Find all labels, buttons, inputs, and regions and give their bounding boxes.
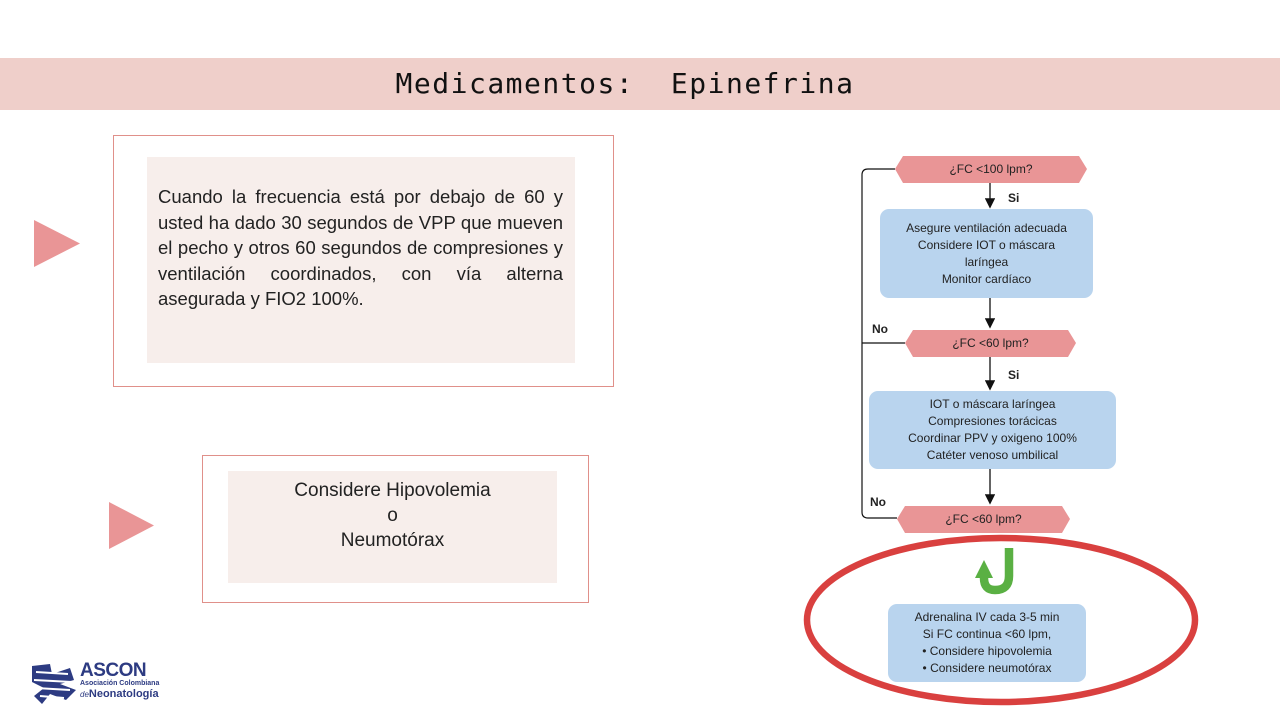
- yes-label-2: Si: [1008, 368, 1020, 382]
- action-box-2-line-4: Catéter venoso umbilical: [926, 448, 1059, 462]
- ascon-logo-icon: [32, 664, 76, 704]
- no-label-2: No: [870, 495, 886, 509]
- action-box-2-line-2: Compresiones torácicas: [928, 414, 1057, 428]
- logo-subtitle-main: Neonatología: [88, 688, 159, 700]
- play-arrow-icon: [34, 220, 80, 267]
- main-text-panel: [147, 157, 575, 363]
- logo-subtitle-prefix: de: [80, 690, 89, 699]
- no-label-1: No: [872, 322, 888, 336]
- decision-shape-1: [895, 156, 1087, 183]
- decision-label-2: ¿FC <60 lpm?: [952, 336, 1029, 350]
- consider-panel: [228, 471, 557, 583]
- page-title: Medicamentos: Epinefrina: [395, 67, 855, 100]
- consider-line-2: o: [387, 505, 398, 526]
- yes-label-1: Si: [1008, 191, 1020, 205]
- action-box-3-line-4: • Considere neumotórax: [922, 661, 1052, 675]
- logo-name: ASCON: [80, 660, 147, 681]
- action-box-2-line-3: Coordinar PPV y oxigeno 100%: [908, 431, 1077, 445]
- action-box-1-line-3: laríngea: [964, 254, 1009, 269]
- decision-shape-3: [897, 506, 1070, 533]
- consider-text: Considere Hipovolemia o Neumotórax: [228, 478, 557, 553]
- action-box-3: Adrenalina IV cada 3-5 min Si FC continu…: [888, 604, 1086, 682]
- action-box-3-line-2: Si FC continua <60 lpm,: [922, 627, 1052, 641]
- main-text: Cuando la frecuencia está por debajo de …: [158, 186, 563, 309]
- action-box-1: Asegure ventilación adecuada Considere I…: [880, 209, 1093, 298]
- action-box-1-line-1: Asegure ventilación adecuada: [906, 220, 1067, 235]
- action-box-1-line-2: Considere IOT o máscara: [917, 237, 1056, 252]
- consider-line-1: Considere Hipovolemia: [294, 480, 491, 501]
- action-box-2: IOT o máscara laríngea Compresiones torá…: [869, 391, 1116, 469]
- decision-label-3: ¿FC <60 lpm?: [945, 512, 1022, 526]
- action-box-2-line-1: IOT o máscara laríngea: [929, 397, 1056, 411]
- decision-label-1: ¿FC <100 lpm?: [949, 162, 1033, 176]
- consider-line-3: Neumotórax: [340, 530, 445, 551]
- decision-shape-2: [905, 330, 1076, 357]
- action-box-3-line-1: Adrenalina IV cada 3-5 min: [914, 610, 1060, 624]
- logo-subtitle-line-2: deNeonatología: [80, 688, 159, 700]
- logo-subtitle-line-1: Asociación Colombiana: [80, 680, 160, 687]
- action-box-3-line-3: • Considere hipovolemia: [922, 644, 1052, 658]
- play-arrow-icon: [109, 502, 154, 549]
- title-band: [0, 58, 1280, 110]
- action-box-1-line-4: Monitor cardíaco: [941, 271, 1032, 286]
